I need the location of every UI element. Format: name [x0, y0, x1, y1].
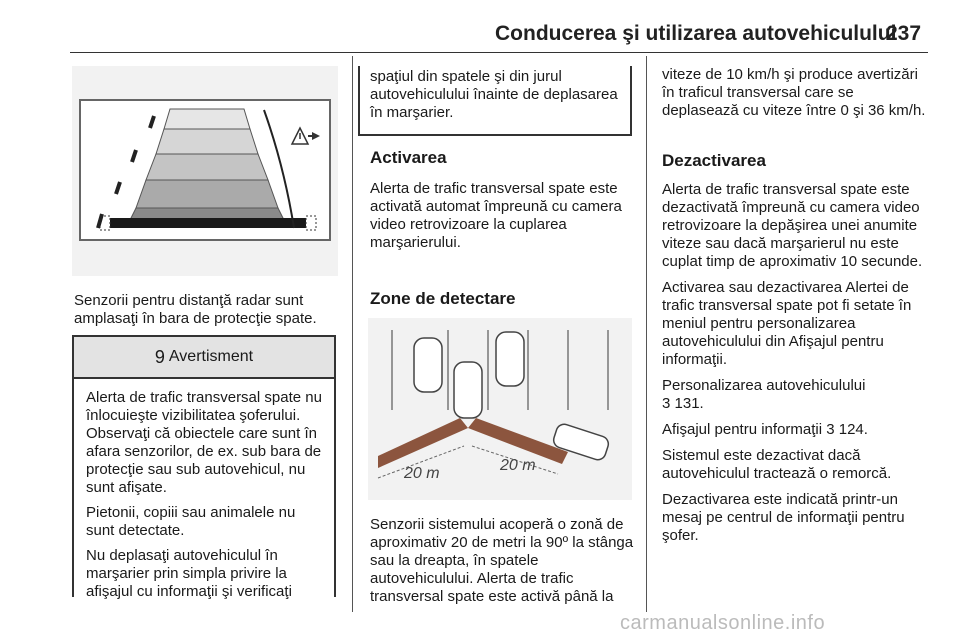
warning-body: Alerta de trafic transversal spate nu în…: [74, 379, 334, 601]
deactivation-paragraph: Dezactivarea este indicată printr-un mes…: [662, 491, 905, 544]
zones-text: Senzorii sistemului acoperă o zonă de ap…: [370, 516, 634, 605]
heading-activation: Activarea: [370, 148, 447, 167]
deactivation-paragraph: Personalizarea autovehiculului: [662, 377, 866, 394]
warning-continuation: spaţiul din spatele şi din jurul autoveh…: [358, 66, 632, 136]
column-divider: [646, 56, 647, 612]
activation-text: Alerta de trafic transversal spate este …: [370, 180, 622, 251]
zone-label-left: 20 m: [403, 465, 440, 482]
warning-title: Avertisment: [168, 348, 254, 365]
zone-label-right: 20 m: [499, 457, 536, 474]
deactivation-paragraph: Activarea sau dezactivarea Alertei de tr…: [662, 279, 912, 368]
heading-deactivation: Dezactivarea: [662, 151, 766, 170]
warning-paragraph: Pietonii, copiii sau animalele nu sunt d…: [86, 504, 296, 539]
page-number: 237: [886, 22, 922, 45]
header-rule: [70, 52, 928, 53]
heading-detection-zones: Zone de detectare: [370, 289, 516, 308]
figure-caption: Senzorii pentru distanţă radar sunt ampl…: [74, 292, 317, 327]
warning-paragraph: Alerta de trafic transversal spate nu în…: [86, 389, 322, 496]
rear-display-illustration: [79, 99, 331, 241]
header-title: Conducerea şi utilizarea autovehiculului: [495, 22, 897, 45]
page-header: Conducerea şi utilizarea autovehiculului…: [0, 0, 960, 52]
detection-zone-illustration: 20 m 20 m: [377, 330, 610, 482]
watermark: carmanualsonline.info: [620, 612, 826, 634]
page-reference: 3 131.: [662, 395, 704, 412]
column-divider: [352, 56, 353, 612]
detection-zone-figure: 20 m 20 m: [368, 318, 632, 500]
warning-box: 9 Avertisment Alerta de trafic transvers…: [72, 335, 336, 600]
rear-display-figure: [72, 66, 338, 276]
page-reference: Afişajul pentru informaţii 3 124.: [662, 421, 868, 438]
speed-text: viteze de 10 km/h şi produce avertizări …: [662, 66, 926, 119]
warning-icon: 9: [154, 346, 165, 367]
warning-paragraph: Nu deplasaţi autovehiculul în marşarier …: [86, 547, 292, 600]
deactivation-paragraph: Alerta de trafic transversal spate este …: [662, 181, 923, 270]
deactivation-paragraph: Sistemul este dezactivat dacă autovehicu…: [662, 447, 892, 482]
warning-header: 9 Avertisment: [74, 337, 334, 379]
deactivation-body: Alerta de trafic transversal spate este …: [662, 181, 930, 553]
